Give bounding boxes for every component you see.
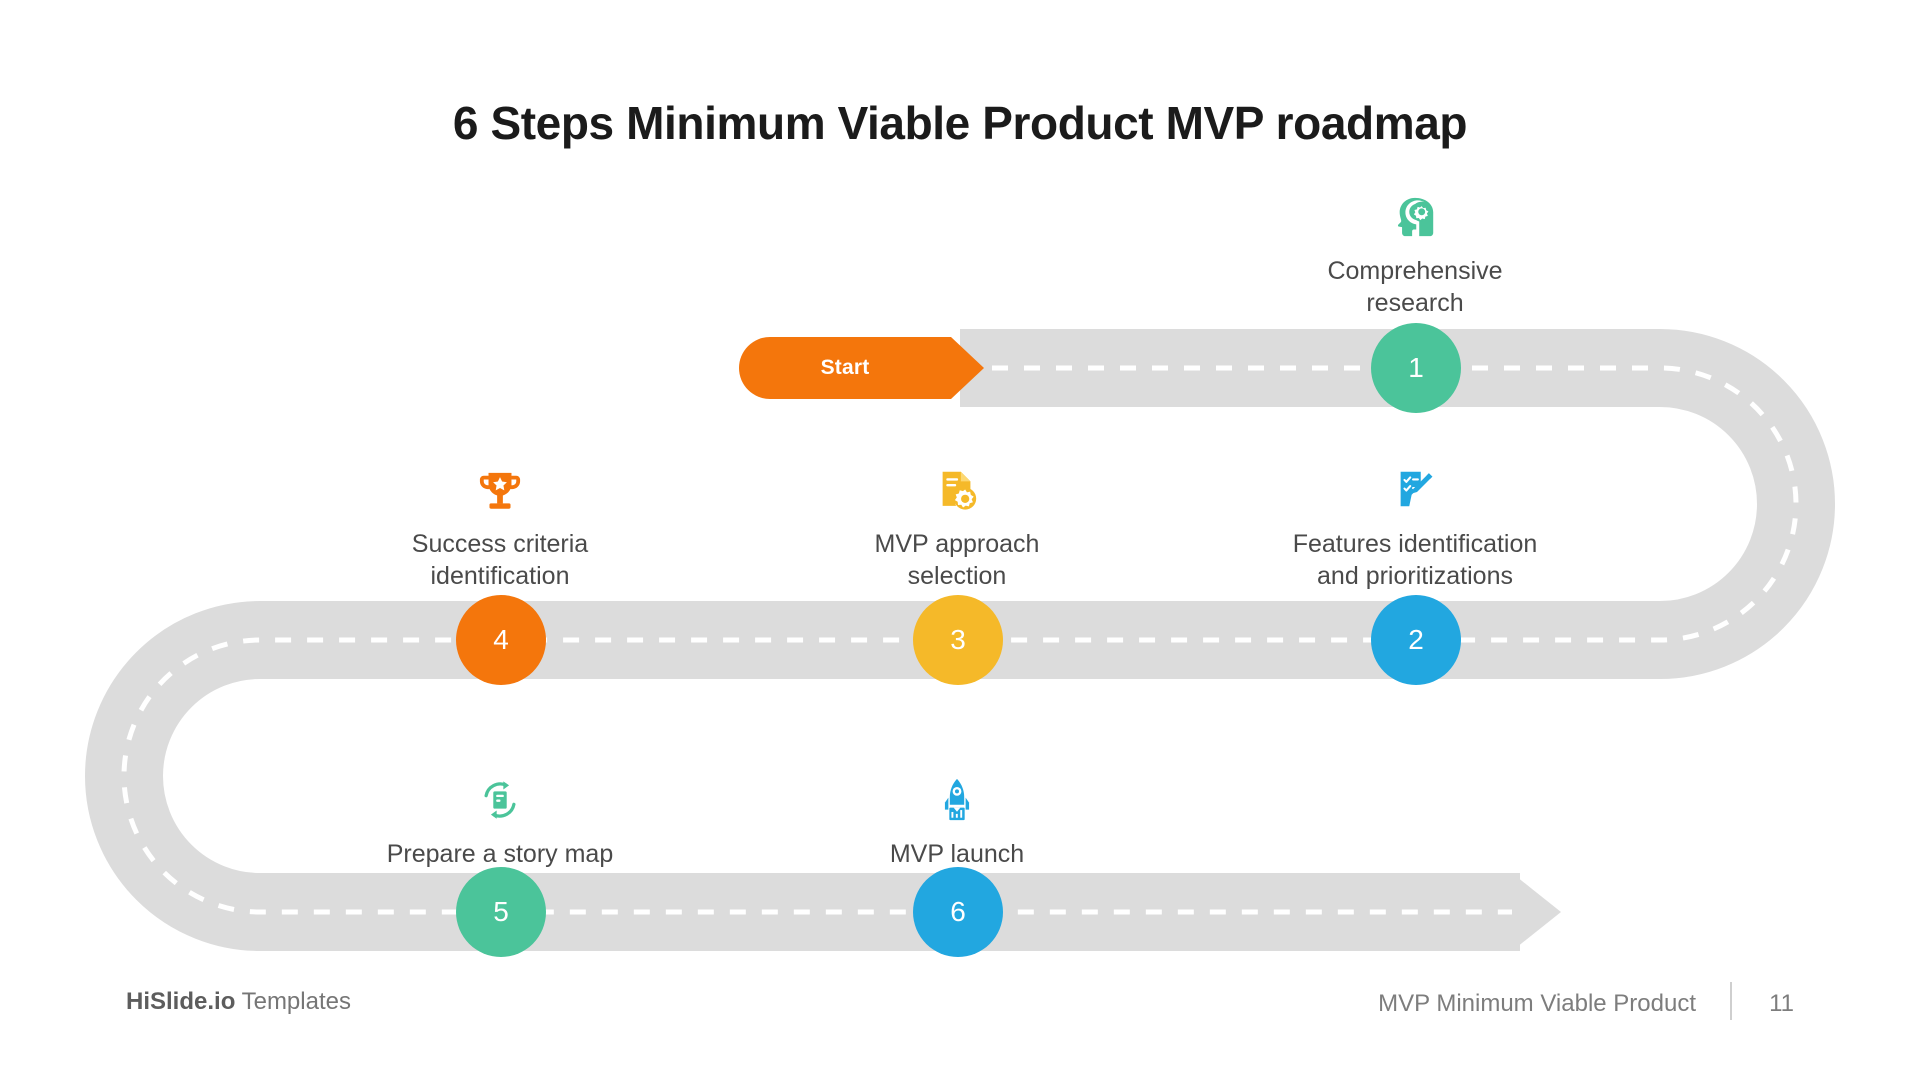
step-3-number-badge[interactable]: 3 [913,595,1003,685]
page-title: 6 Steps Minimum Viable Product MVP roadm… [452,97,1468,149]
step-5-number-badge[interactable]: 5 [456,867,546,957]
step-3-block: MVP approach selection [797,457,1117,592]
step-1-block: Comprehensive research [1255,184,1575,319]
footer-brand: HiSlide.io Templates [126,988,351,1016]
trophy-star-icon [340,457,660,513]
checklist-pencil-icon [1255,457,1575,513]
step-2-number-badge[interactable]: 2 [1371,595,1461,685]
refresh-document-icon [340,767,660,823]
step-1-number-badge[interactable]: 1 [1371,323,1461,413]
road-end-arrow [1512,873,1561,951]
start-banner-shape [739,337,984,399]
step-2-label: Features identification and prioritizati… [1292,530,1538,590]
step-4-number: 4 [493,624,509,655]
step-5-block: Prepare a story map [340,767,660,871]
step-5-number: 5 [493,896,509,927]
step-4-label: Success criteria identification [411,530,589,590]
footer-divider [1730,982,1732,1020]
step-3-number: 3 [950,624,966,655]
footer-brand-name: HiSlide.io [126,988,236,1015]
step-2-number: 2 [1408,624,1424,655]
footer-meta: MVP Minimum Viable Product 11 [1378,982,1794,1020]
step-5-label: Prepare a story map [386,840,614,868]
step-4-number-badge[interactable]: 4 [456,595,546,685]
step-3-label: MVP approach selection [874,530,1040,590]
footer-subject: MVP Minimum Viable Product [1378,990,1696,1017]
start-banner-label: Start [820,356,870,379]
step-6-block: MVP launch [797,767,1117,871]
head-gear-icon [1255,184,1575,240]
start-banner[interactable]: Start [739,337,984,399]
step-4-block: Success criteria identification [340,457,660,592]
step-2-block: Features identification and prioritizati… [1255,457,1575,592]
footer-page-number: 11 [1769,990,1794,1017]
step-6-label: MVP launch [889,840,1025,868]
step-6-number: 6 [950,896,966,927]
document-gear-icon [797,457,1117,513]
step-1-label: Comprehensive research [1327,257,1503,317]
step-6-number-badge[interactable]: 6 [913,867,1003,957]
step-1-number: 1 [1408,352,1424,383]
footer-brand-suffix: Templates [235,988,351,1015]
rocket-icon [797,767,1117,823]
